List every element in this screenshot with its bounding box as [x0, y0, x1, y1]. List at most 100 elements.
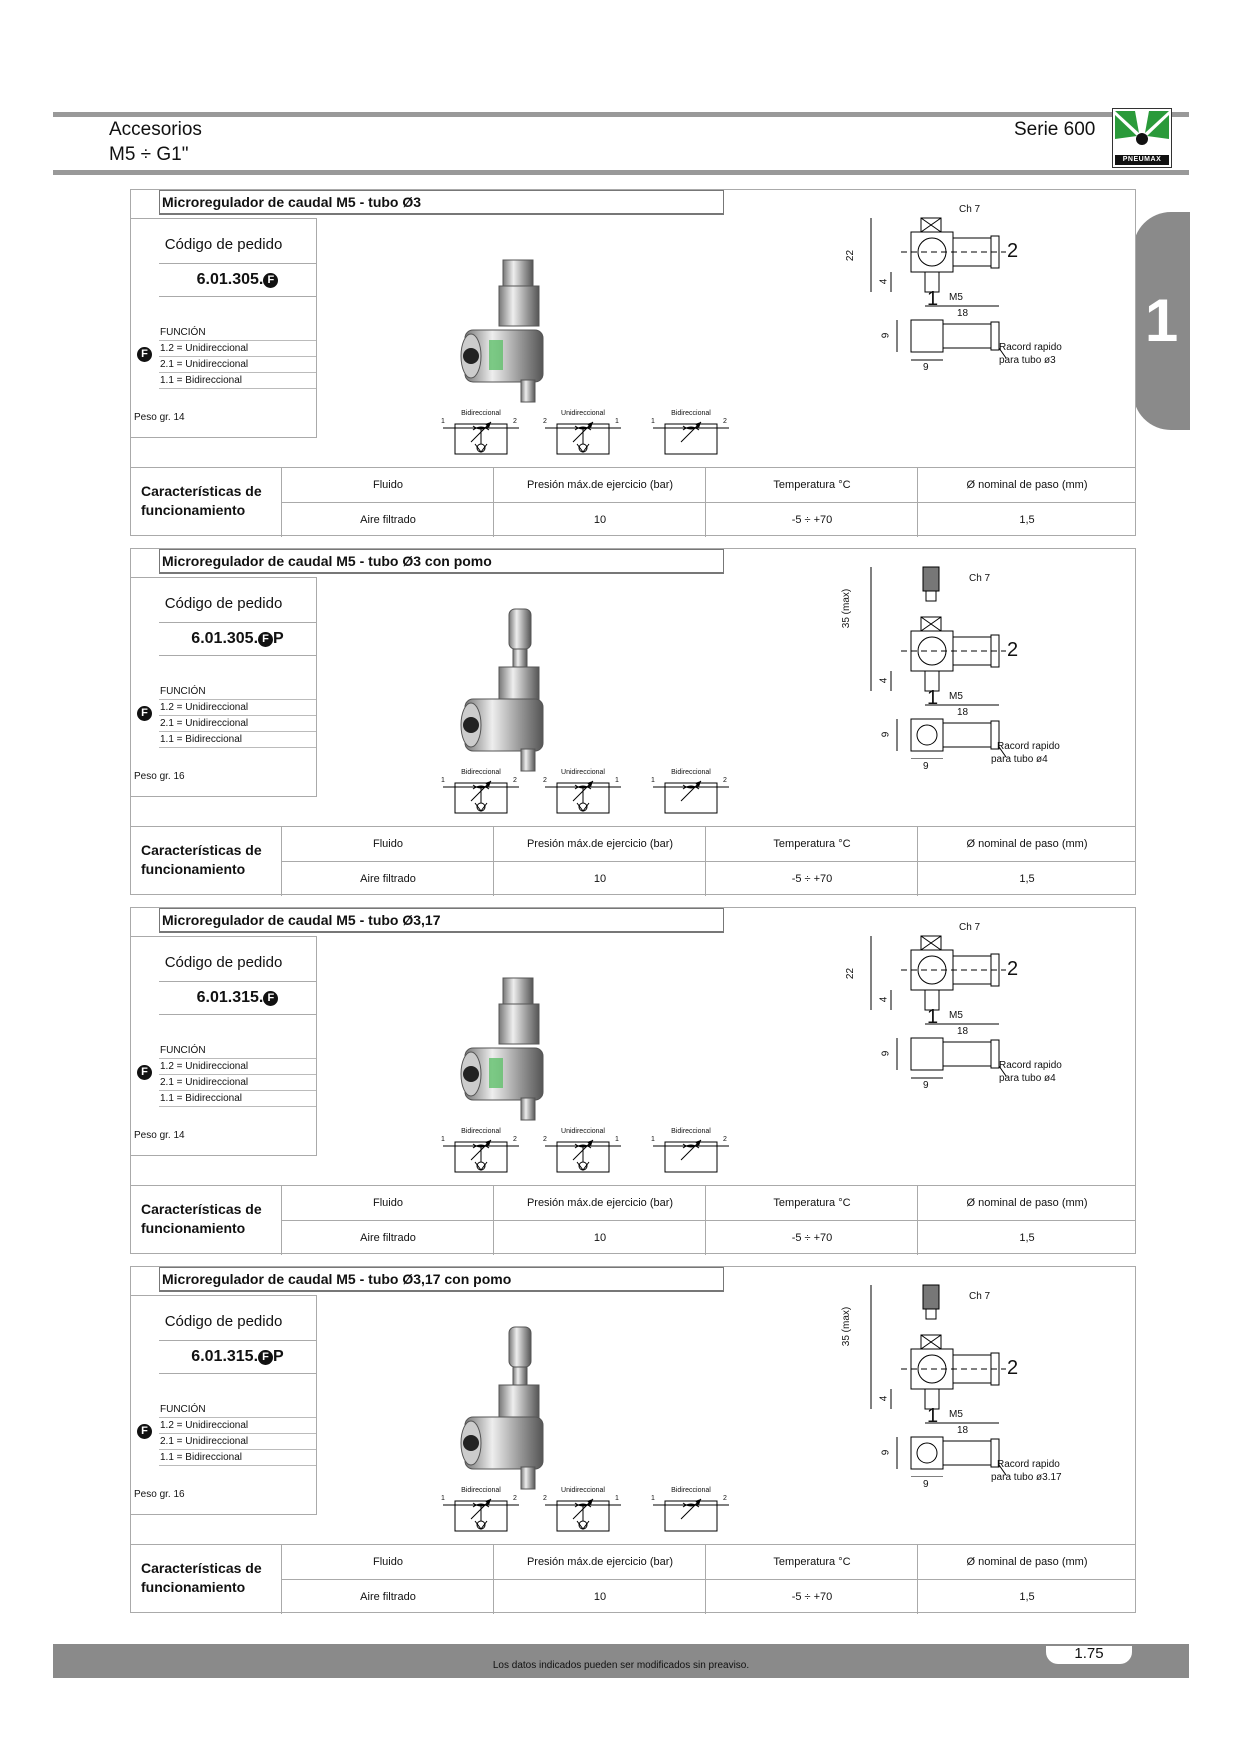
port-1-label: 1	[927, 288, 939, 310]
function-row: 1.1 = Bidireccional	[159, 1091, 316, 1107]
function-row: 1.2 = Unidireccional	[159, 1418, 316, 1434]
order-box: Código de pedido 6.01.315.F FUNCIÓN 1.2 …	[131, 936, 317, 1156]
dim-ch: Ch 7	[959, 922, 981, 933]
characteristics-label: Características de funcionamiento	[141, 1201, 262, 1236]
order-code-suffix: P	[273, 630, 284, 647]
dim-port: M5	[949, 691, 963, 702]
symbol-port-right: 2	[513, 1495, 517, 1502]
char-value: 1,5	[917, 861, 1136, 896]
weight-label: Peso gr. 14	[134, 412, 185, 423]
order-code-prefix: 6.01.315.	[196, 989, 264, 1006]
symbol-title: Bidireccional	[461, 410, 501, 417]
product-photo	[460, 977, 544, 1121]
char-value: -5 ÷ +70	[705, 861, 918, 896]
characteristics-table: Características de funcionamiento Fluido…	[131, 1185, 1136, 1255]
function-row: 1.1 = Bidireccional	[159, 732, 316, 748]
dim-bottom: 9	[923, 362, 929, 373]
symbol-port-left: 1	[441, 777, 445, 784]
dim-bottom: 9	[923, 1479, 929, 1490]
function-row: 1.1 = Bidireccional	[159, 1450, 316, 1466]
order-label: Código de pedido	[164, 1313, 283, 1330]
racord-line2: para tubo ø3	[999, 355, 1056, 366]
dim-bottom: 9	[923, 1080, 929, 1091]
char-value: 10	[493, 1579, 706, 1614]
flow-symbol: Bidireccional 1 2	[651, 1487, 731, 1537]
dim-side: 9	[880, 332, 892, 339]
logo-text: PNEUMAX	[1122, 156, 1162, 163]
char-header: Fluido	[281, 1545, 494, 1579]
function-row: 1.2 = Unidireccional	[159, 1059, 316, 1075]
dim-height: 22	[845, 967, 857, 980]
product-panel: Microregulador de caudal M5 - tubo Ø3,17…	[130, 907, 1136, 1255]
dim-side: 9	[880, 1050, 892, 1057]
symbol-title: Bidireccional	[461, 1487, 501, 1494]
symbol-title: Bidireccional	[671, 769, 711, 776]
flow-symbol: Bidireccional 1 2	[651, 769, 731, 819]
order-label: Código de pedido	[164, 954, 283, 971]
dim-height: 35 (max)	[841, 1306, 853, 1347]
port-2-label: 2	[1007, 1357, 1019, 1379]
order-code: 6.01.305.F	[159, 263, 316, 297]
panel-title: Microregulador de caudal M5 - tubo Ø3	[159, 190, 724, 215]
char-header: Ø nominal de paso (mm)	[917, 1545, 1136, 1579]
char-value: 1,5	[917, 1220, 1136, 1255]
dim-small: 4	[878, 278, 890, 285]
order-code: 6.01.315.F	[159, 981, 316, 1015]
function-marker-icon: F	[137, 1424, 152, 1439]
characteristics-table: Características de funcionamiento Fluido…	[131, 1544, 1136, 1614]
symbol-title: Bidireccional	[671, 410, 711, 417]
symbol-port-right: 2	[513, 1136, 517, 1143]
char-value: -5 ÷ +70	[705, 502, 918, 537]
function-letter-icon: F	[263, 991, 279, 1006]
char-header: Ø nominal de paso (mm)	[917, 827, 1136, 861]
char-header: Fluido	[281, 827, 494, 861]
racord-line1: Racord rapido	[997, 741, 1060, 752]
char-header: Temperatura °C	[705, 1186, 918, 1220]
symbol-title: Bidireccional	[671, 1128, 711, 1135]
dimension-drawing: Ch 7 35 (max) 4 1 2 M5 18 9 9 Racord rap…	[831, 1277, 1131, 1490]
symbol-title: Bidireccional	[461, 769, 501, 776]
symbol-port-right: 1	[615, 1136, 619, 1143]
section-number: 1	[1144, 287, 1179, 354]
symbol-port-right: 2	[513, 777, 517, 784]
dim-height: 22	[845, 249, 857, 262]
function-row: 2.1 = Unidireccional	[159, 716, 316, 732]
product-photo	[460, 608, 544, 772]
flow-symbol: Bidireccional 1 2	[441, 1128, 521, 1178]
char-value: -5 ÷ +70	[705, 1220, 918, 1255]
char-value: -5 ÷ +70	[705, 1579, 918, 1614]
characteristics-label: Características de funcionamiento	[141, 1560, 262, 1595]
char-header: Presión máx.de ejercicio (bar)	[493, 1545, 706, 1579]
symbol-port-left: 1	[651, 777, 655, 784]
weight-label: Peso gr. 16	[134, 1489, 185, 1500]
racord-line2: para tubo ø4	[991, 754, 1048, 765]
function-letter-icon: F	[263, 273, 279, 288]
function-letter-icon: F	[258, 1350, 274, 1365]
function-header: FUNCIÓN	[159, 1043, 316, 1059]
function-letter-icon: F	[258, 632, 274, 647]
symbol-port-right: 2	[513, 418, 517, 425]
dim-port: M5	[949, 292, 963, 303]
order-code-prefix: 6.01.305.	[191, 630, 259, 647]
dim-bottom: 9	[923, 761, 929, 772]
racord-line1: Racord rapido	[999, 342, 1062, 353]
flow-symbol: Unidireccional 2 1	[543, 410, 623, 460]
symbol-title: Unidireccional	[561, 1487, 605, 1494]
function-row: 1.1 = Bidireccional	[159, 373, 316, 389]
symbol-port-right: 2	[723, 1495, 727, 1502]
char-header: Presión máx.de ejercicio (bar)	[493, 827, 706, 861]
char-value: Aire filtrado	[281, 502, 494, 537]
racord-line1: Racord rapido	[997, 1459, 1060, 1470]
symbol-port-right: 2	[723, 777, 727, 784]
symbol-port-left: 1	[651, 1495, 655, 1502]
function-header: FUNCIÓN	[159, 1402, 316, 1418]
racord-line2: para tubo ø4	[999, 1073, 1056, 1084]
char-header: Fluido	[281, 468, 494, 502]
char-value: 1,5	[917, 502, 1136, 537]
dimension-drawing: Ch 7 35 (max) 4 1 2 M5 18 9 9 Racord rap…	[831, 559, 1131, 772]
dim-small: 4	[878, 677, 890, 684]
symbol-port-right: 1	[615, 777, 619, 784]
